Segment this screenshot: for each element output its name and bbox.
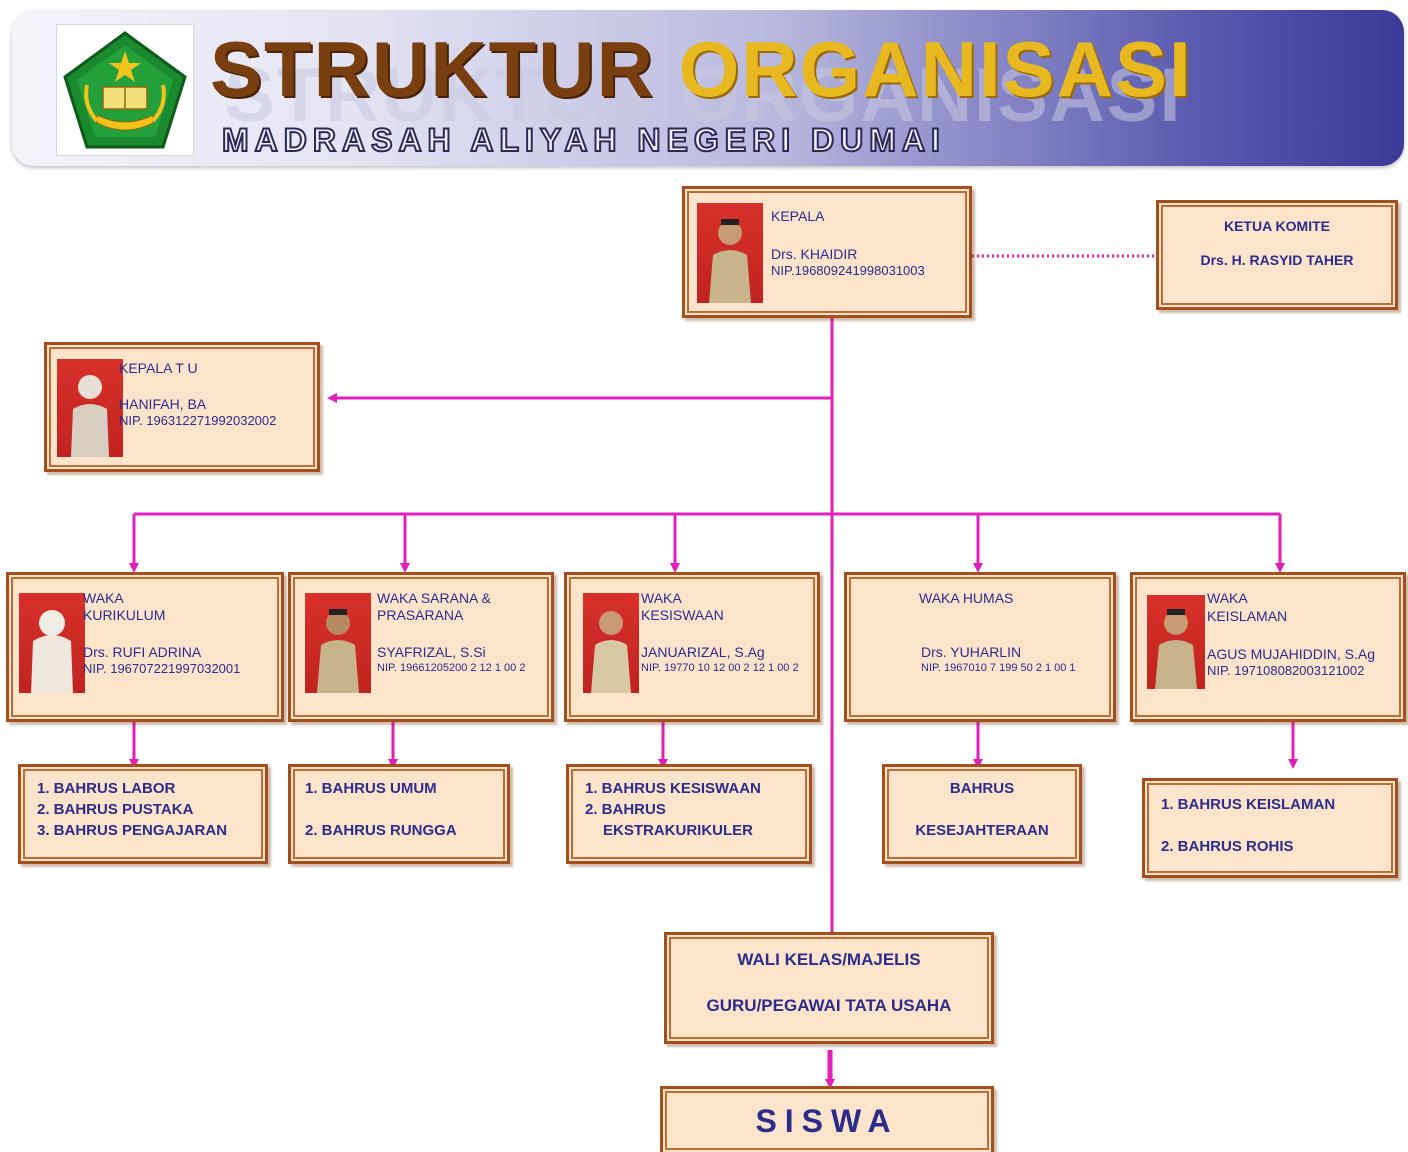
komite-name: Drs. H. RASYID TAHER xyxy=(1200,252,1354,268)
waka-kesiswaan-photo xyxy=(583,593,639,693)
waka-kurikulum-name: Drs. RUFI ADRINA xyxy=(83,644,202,660)
waka-sarana-role2: PRASARANA xyxy=(377,607,464,623)
waka-kesiswaan-role1: WAKA xyxy=(641,590,682,606)
kepala-name: Drs. KHAIDIR xyxy=(771,246,858,262)
waka-box-keislaman: WAKA KEISLAMAN AGUS MUJAHIDDIN, S.Ag NIP… xyxy=(1130,572,1406,722)
bahrus-box-2: 1. BAHRUS UMUM 2. BAHRUS RUNGGA xyxy=(288,764,510,864)
siswa-label: SISWA xyxy=(755,1103,899,1139)
siswa-box: SISWA xyxy=(660,1086,994,1152)
waka-keislaman-role1: WAKA xyxy=(1207,590,1248,606)
kepala-tu-nip: NIP. 196312271992032002 xyxy=(119,413,277,428)
header-banner: STRUKTUR ORGANISASI STRUKTUR ORGANISASI … xyxy=(12,10,1404,166)
waka-kurikulum-nip: NIP. 196707221997032001 xyxy=(83,661,241,676)
kepala-tu-photo xyxy=(57,359,123,457)
waka-humas-nip: NIP. 1967010 7 199 50 2 1 00 1 xyxy=(921,662,1076,674)
waka-humas-name: Drs. YUHARLIN xyxy=(921,644,1022,660)
kepala-photo xyxy=(697,203,763,303)
waka-kurikulum-role1: WAKA xyxy=(83,590,124,606)
bahrus-4-line3: KESEJAHTERAAN xyxy=(915,822,1049,839)
kemenag-logo xyxy=(56,24,194,156)
waka-sarana-photo xyxy=(305,593,371,693)
bahrus-3-line3: EKSTRAKURIKULER xyxy=(603,822,753,839)
waka-kesiswaan-name: JANUARIZAL, S.Ag xyxy=(641,644,765,660)
waka-keislaman-nip: NIP. 197108082003121002 xyxy=(1207,663,1365,678)
waka-box-sarana: WAKA SARANA & PRASARANA SYAFRIZAL, S.Si … xyxy=(288,572,554,722)
bahrus-box-1: 1. BAHRUS LABOR 2. BAHRUS PUSTAKA 3. BAH… xyxy=(18,764,268,864)
kepala-tu-box: KEPALA T U HANIFAH, BA NIP. 196312271992… xyxy=(44,342,320,472)
waka-kurikulum-role2: KURIKULUM xyxy=(83,607,166,623)
bahrus-1-line3: 3. BAHRUS PENGAJARAN xyxy=(37,822,228,839)
kepala-tu-name: HANIFAH, BA xyxy=(119,396,207,412)
title-shadow: STRUKTUR ORGANISASI xyxy=(224,53,1183,138)
waka-box-kurikulum: WAKA KURIKULUM Drs. RUFI ADRINA NIP. 196… xyxy=(6,572,284,722)
bahrus-4-line1: BAHRUS xyxy=(949,780,1015,797)
bahrus-2-line1: 1. BAHRUS UMUM xyxy=(305,780,437,797)
title-word-struktur: STRUKTUR xyxy=(210,25,655,113)
waka-sarana-role1: WAKA SARANA & xyxy=(377,590,491,606)
kepala-box: KEPALA Drs. KHAIDIR NIP.1968092419980310… xyxy=(682,186,972,318)
waka-box-kesiswaan: WAKA KESISWAAN JANUARIZAL, S.Ag NIP. 197… xyxy=(564,572,820,722)
waka-sarana-nip: NIP. 19661205200 2 12 1 00 2 xyxy=(377,662,526,674)
bahrus-3-line2: 2. BAHRUS xyxy=(585,801,666,818)
waka-keislaman-name: AGUS MUJAHIDDIN, S.Ag xyxy=(1207,646,1376,662)
waka-humas-role1: WAKA HUMAS xyxy=(919,590,1014,606)
wali-line1: WALI KELAS/MAJELIS xyxy=(737,950,921,969)
wali-line2: GURU/PEGAWAI TATA USAHA xyxy=(706,996,952,1015)
kepala-tu-role: KEPALA T U xyxy=(119,360,198,376)
komite-role: KETUA KOMITE xyxy=(1223,218,1331,234)
bahrus-2-line3: 2. BAHRUS RUNGGA xyxy=(305,822,457,839)
waka-kurikulum-photo xyxy=(19,593,85,693)
bahrus-5-line3: 2. BAHRUS ROHIS xyxy=(1161,838,1294,855)
waka-sarana-name: SYAFRIZAL, S.Si xyxy=(377,644,486,660)
bahrus-box-3: 1. BAHRUS KESISWAAN 2. BAHRUS EKSTRAKURI… xyxy=(566,764,812,864)
waka-kesiswaan-nip: NIP. 19770 10 12 00 2 12 1 00 2 xyxy=(641,662,799,674)
bahrus-5-line1: 1. BAHRUS KEISLAMAN xyxy=(1161,796,1336,813)
kepala-nip: NIP.196809241998031003 xyxy=(771,263,925,278)
bahrus-box-4: BAHRUS KESEJAHTERAAN xyxy=(882,764,1082,864)
bahrus-1-line1: 1. BAHRUS LABOR xyxy=(37,780,176,797)
waka-kesiswaan-role2: KESISWAAN xyxy=(641,607,724,623)
bahrus-box-5: 1. BAHRUS KEISLAMAN 2. BAHRUS ROHIS xyxy=(1142,778,1398,878)
bahrus-3-line1: 1. BAHRUS KESISWAAN xyxy=(585,780,761,797)
page-subtitle: MADRASAH ALIYAH NEGERI DUMAI xyxy=(221,122,946,158)
waka-keislaman-role2: KEISLAMAN xyxy=(1207,608,1288,624)
waka-box-humas: WAKA HUMAS Drs. YUHARLIN NIP. 1967010 7 … xyxy=(844,572,1116,722)
waka-keislaman-photo xyxy=(1147,595,1205,689)
wali-kelas-box: WALI KELAS/MAJELIS GURU/PEGAWAI TATA USA… xyxy=(664,932,994,1044)
page-title: STRUKTUR ORGANISASI xyxy=(210,30,1193,108)
komite-box: KETUA KOMITE Drs. H. RASYID TAHER xyxy=(1156,200,1398,310)
title-word-organisasi: ORGANISASI xyxy=(678,25,1193,113)
kepala-role: KEPALA xyxy=(771,208,825,224)
bahrus-1-line2: 2. BAHRUS PUSTAKA xyxy=(37,801,194,818)
